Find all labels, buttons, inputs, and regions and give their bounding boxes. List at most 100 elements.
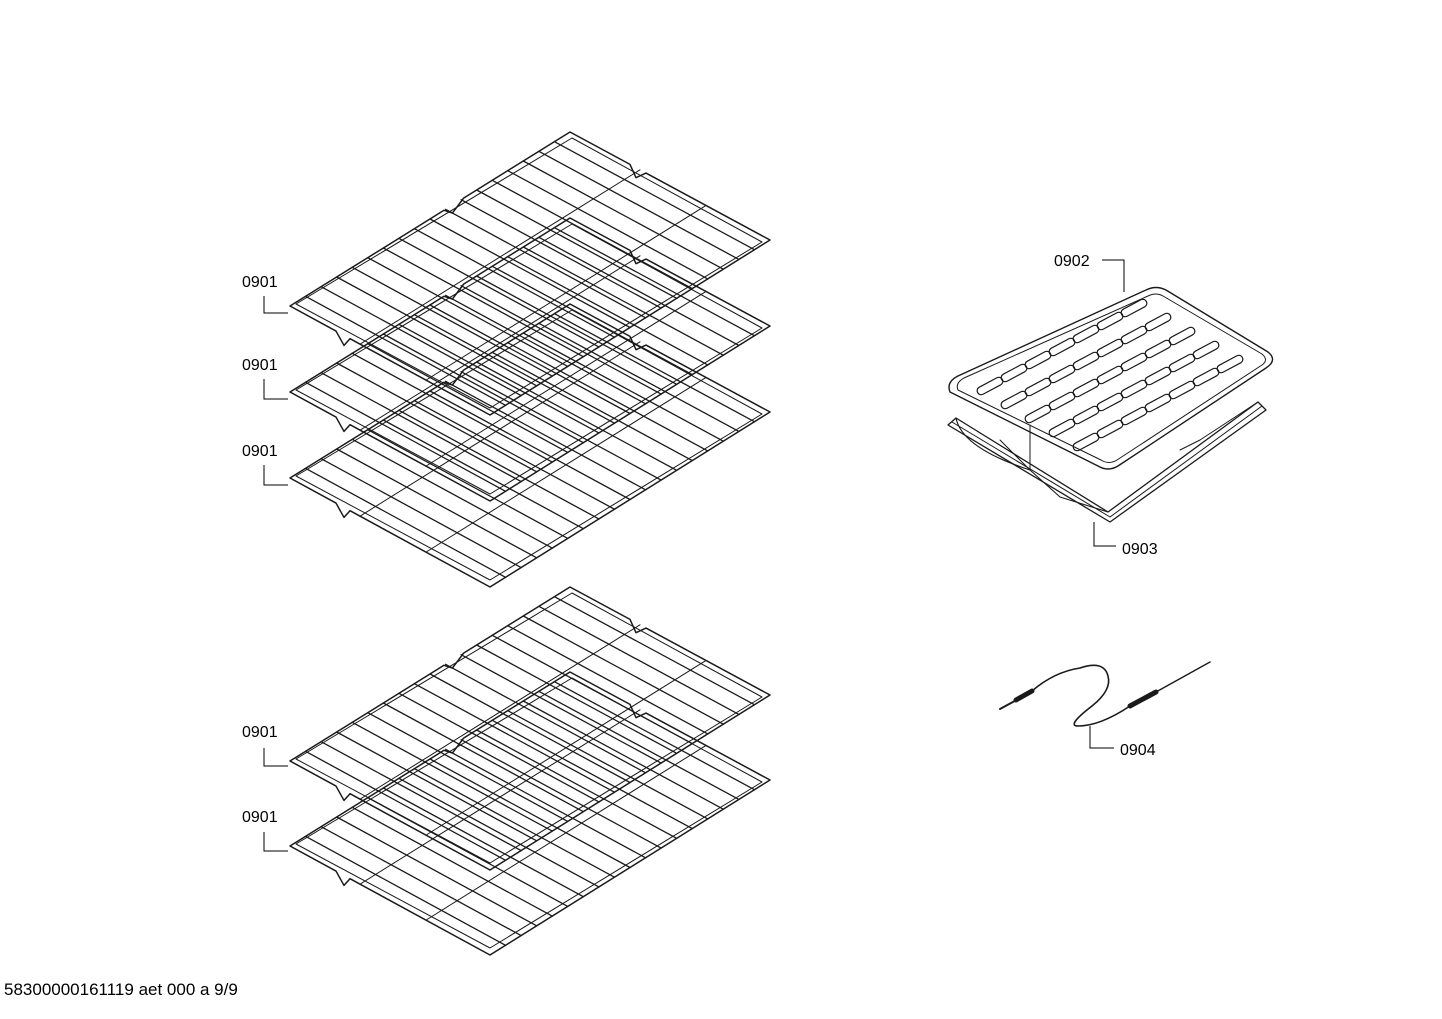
broil-grid-slot bbox=[1144, 339, 1172, 359]
leader-rack3 bbox=[263, 465, 288, 486]
rack-bar bbox=[476, 361, 678, 471]
rack-bar bbox=[367, 797, 569, 908]
broil-grid-slot bbox=[1072, 378, 1100, 398]
leader-broil-grid bbox=[1102, 259, 1125, 292]
leader-broil-pan bbox=[1093, 522, 1116, 547]
meat-probe-drawing bbox=[999, 661, 1211, 727]
rack-bar bbox=[538, 322, 740, 433]
rack-bar bbox=[429, 304, 631, 415]
rack-bar bbox=[398, 409, 600, 520]
rack-bar bbox=[336, 362, 538, 473]
rack-bar bbox=[304, 750, 507, 861]
rack-bar bbox=[413, 314, 616, 424]
rack-bar bbox=[538, 150, 740, 261]
rack-bar bbox=[351, 438, 553, 549]
drawing-footer: 58300000161119 aet 000 a 9/9 bbox=[4, 980, 238, 999]
rack-bar bbox=[460, 285, 662, 395]
oven-rack-2 bbox=[289, 217, 771, 502]
leader-rack1 bbox=[263, 296, 288, 314]
rack-bar bbox=[382, 787, 584, 898]
rack-bar bbox=[522, 700, 724, 810]
part-label-0902: 0902 bbox=[1054, 253, 1090, 270]
rack-bar bbox=[538, 690, 740, 801]
rack-bar bbox=[522, 246, 724, 356]
rack-bar bbox=[444, 380, 647, 491]
part-label-0903: 0903 bbox=[1122, 541, 1158, 558]
rack-bar bbox=[507, 170, 709, 280]
rack-bar bbox=[413, 400, 616, 510]
rack-bar bbox=[444, 294, 647, 405]
rack-support bbox=[359, 624, 641, 800]
rack-bar bbox=[336, 448, 538, 559]
rack-bar bbox=[507, 256, 709, 366]
rack-bar bbox=[491, 351, 693, 462]
rack-bar bbox=[553, 596, 756, 706]
rack-bar bbox=[507, 342, 709, 452]
rack-bar bbox=[429, 673, 631, 784]
broil-grid-slot bbox=[1048, 364, 1076, 384]
leader-rack4 bbox=[263, 748, 288, 767]
broil-grid-slot bbox=[1096, 338, 1124, 358]
leader-rack2 bbox=[263, 379, 288, 400]
rack-support bbox=[359, 709, 641, 885]
rack-bar bbox=[429, 390, 631, 501]
broil-grid-slot bbox=[1096, 311, 1124, 331]
rack-bar bbox=[444, 663, 647, 774]
rack-inner-frame bbox=[295, 137, 763, 409]
broil-grid-slot bbox=[976, 376, 1004, 396]
oven-racks bbox=[289, 131, 771, 956]
broil-grid-slot bbox=[1048, 418, 1076, 438]
broil-grid-slot bbox=[1120, 379, 1148, 399]
rack-bar bbox=[522, 332, 724, 442]
rack-bar bbox=[320, 372, 522, 483]
broil-grid-slot bbox=[1072, 324, 1100, 344]
rack-bar bbox=[413, 228, 616, 338]
rack-support bbox=[425, 376, 707, 553]
rack-bar bbox=[367, 429, 569, 540]
broil-grid-slot bbox=[1096, 392, 1124, 412]
rack-bar bbox=[538, 236, 740, 347]
rack-bar bbox=[382, 702, 584, 813]
rack-bar bbox=[460, 371, 662, 481]
rack-support bbox=[359, 169, 641, 345]
broil-grid-slot bbox=[1048, 337, 1076, 357]
rack-bar bbox=[507, 710, 709, 820]
rack-bar bbox=[553, 681, 756, 791]
broil-grid-slot bbox=[1000, 363, 1028, 383]
rack-bar bbox=[444, 208, 647, 319]
rack-support bbox=[425, 290, 707, 467]
broil-grid-slot bbox=[1144, 366, 1172, 386]
rack-bar bbox=[553, 141, 756, 251]
part-label-0901-d: 0901 bbox=[242, 724, 278, 741]
broil-grid-slot bbox=[1120, 406, 1148, 426]
broil-grid-slot bbox=[1024, 404, 1052, 424]
rack-bar bbox=[320, 826, 522, 937]
rack-bar bbox=[522, 160, 724, 270]
part-label-0901-b: 0901 bbox=[242, 357, 278, 374]
broil-grid-slot bbox=[1216, 354, 1244, 374]
rack-bar bbox=[476, 189, 678, 299]
broil-grid-slot bbox=[1048, 391, 1076, 411]
rack-support bbox=[425, 204, 707, 381]
rack-inner-frame bbox=[295, 309, 763, 581]
broil-grid-slot bbox=[1120, 298, 1148, 318]
rack-bar bbox=[398, 777, 600, 888]
rack-bar bbox=[304, 835, 507, 946]
rack-bar bbox=[429, 758, 631, 869]
rack-bar bbox=[476, 275, 678, 385]
rack-bar bbox=[460, 654, 662, 764]
broil-grid-slot bbox=[1168, 380, 1196, 400]
broil-grid-slot bbox=[1072, 405, 1100, 425]
rack-bar bbox=[351, 266, 553, 377]
part-label-0901-c: 0901 bbox=[242, 443, 278, 460]
broil-grid-slot bbox=[1120, 352, 1148, 372]
rack-inner-frame bbox=[295, 677, 763, 949]
part-label-0901-a: 0901 bbox=[242, 274, 278, 291]
rack-support bbox=[359, 341, 641, 517]
rack-bar bbox=[413, 768, 616, 878]
rack-bar bbox=[336, 276, 538, 387]
rack-bar bbox=[460, 739, 662, 849]
rack-bar bbox=[538, 605, 740, 716]
rack-bar bbox=[460, 199, 662, 309]
